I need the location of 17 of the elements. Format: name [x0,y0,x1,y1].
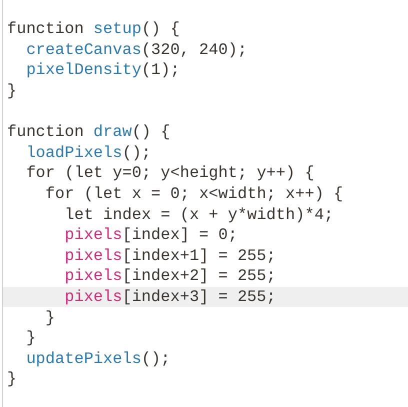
code-line: pixelDensity(1); [25,60,180,80]
code-line: let index = (x + y*width)*4; [64,204,334,225]
code-line: loadPixels(); [25,142,152,163]
code-line: function setup() { [7,19,180,40]
code-line: function draw() { [7,122,170,142]
code-line: } [7,369,17,390]
code-line: pixels[index] = 0; [64,225,238,246]
code-line: } [25,328,36,348]
code-line: createCanvas(320, 240); [25,40,248,60]
code-line: for (let y=0; y<height; y++) { [25,163,314,184]
code-line: pixels[index+3] = 255; [64,287,276,308]
code-line: for (let x = 0; x<width; x++) { [44,184,344,204]
code-line: } [7,81,17,102]
code-line: } [44,308,56,328]
code-line: pixels[index+1] = 255; [64,246,276,266]
code-line: updatePixels(); [25,348,170,369]
code-line: pixels[index+2] = 255; [64,266,276,286]
